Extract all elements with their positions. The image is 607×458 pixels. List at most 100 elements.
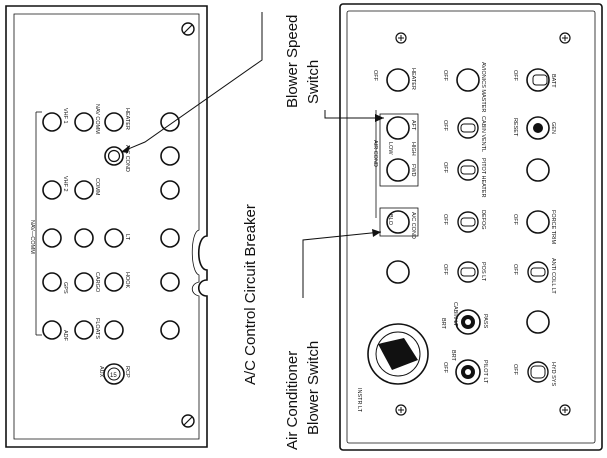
high-label: HIGH xyxy=(410,142,416,156)
adf-breaker[interactable] xyxy=(42,320,62,340)
lt-label: LT xyxy=(124,234,130,241)
breaker-c4-3[interactable] xyxy=(160,180,180,200)
breaker-r3c3[interactable] xyxy=(526,158,550,182)
gps-breaker[interactable] xyxy=(42,272,62,292)
breaker-c2-3[interactable] xyxy=(74,228,94,248)
instr-lt-label: INSTR LT xyxy=(356,388,362,413)
force-trim-label: FORCE TRIM xyxy=(550,210,556,245)
batt-label: BATT xyxy=(550,74,556,88)
brt-label-cabin: BRT xyxy=(440,318,446,330)
callout-blower-speed: Blower Speed Switch xyxy=(284,15,384,122)
nav-comm-breaker-3[interactable] xyxy=(42,228,62,248)
heater-label-r: HEATER xyxy=(410,68,416,90)
callout-ac-breaker: A/C Control Circuit Breaker xyxy=(120,12,263,385)
callout-ac-blower-text-2: Blower Switch xyxy=(305,341,322,435)
vhf2-breaker[interactable] xyxy=(42,180,62,200)
comm-label: COMM xyxy=(94,178,100,196)
avionics-master-label: AVIONICS MASTER xyxy=(480,62,486,112)
breaker-c4-5[interactable] xyxy=(160,272,180,292)
hyd-sys-label: HYD SYS xyxy=(550,362,556,386)
right-panel-outline xyxy=(339,3,603,451)
ac-blower-switch[interactable] xyxy=(386,210,410,234)
callout-ac-blower-text-1: Air Conditioner xyxy=(284,351,301,450)
blower-direction-switch[interactable] xyxy=(386,158,410,182)
left-switch-panel: NAV—COMM VHF 1 VHF 2 GPS ADF NAV COMM CO… xyxy=(5,5,208,448)
floats-breaker[interactable] xyxy=(74,320,94,340)
aft-label: AFT xyxy=(410,120,416,131)
instr-lt-rotary-knob[interactable] xyxy=(367,323,429,385)
left-panel-inner-outline xyxy=(13,13,200,440)
anti-coll-lt-label: ANTI COLL LT xyxy=(550,258,556,294)
blank-switch-r6c3[interactable] xyxy=(526,310,550,334)
breaker-c4-2[interactable] xyxy=(160,146,180,166)
hook-label: HOOK xyxy=(124,272,130,289)
batt-switch[interactable] xyxy=(526,68,550,92)
rcp-value: 15 xyxy=(110,373,117,379)
nav-comm-label: NAV COMM xyxy=(94,104,100,134)
fwd-label: FWD xyxy=(410,164,416,177)
off-label-r5c3: OFF xyxy=(512,264,518,276)
pass-label: PASS xyxy=(482,314,488,329)
cabin-lt-dimmer[interactable] xyxy=(455,309,481,335)
off-label-r4c2: OFF xyxy=(442,214,448,226)
off-label-r7c2: OFF xyxy=(442,362,448,374)
vhf1-label: VHF 1 xyxy=(62,108,68,124)
breaker-c4-1[interactable] xyxy=(160,112,180,132)
right-panel-screw-br xyxy=(559,404,571,416)
breaker-c3-5[interactable] xyxy=(104,320,124,340)
breaker-c4-6[interactable] xyxy=(160,320,180,340)
cargo-breaker[interactable] xyxy=(74,272,94,292)
hook-breaker[interactable] xyxy=(104,272,124,292)
blower-speed-switch[interactable] xyxy=(386,116,410,140)
hyd-sys-toggle[interactable] xyxy=(527,361,549,383)
off-label-r2c2: OFF xyxy=(442,120,448,132)
vhf2-label: VHF 2 xyxy=(62,176,68,192)
air-cond-label: AIR COND xyxy=(372,140,378,167)
ac-control-circuit-breaker[interactable] xyxy=(104,146,124,166)
defog-label: DEFOG xyxy=(480,210,486,230)
blank-switch-r5c1[interactable] xyxy=(386,260,410,284)
heater-switch[interactable] xyxy=(386,68,410,92)
gen-switch[interactable] xyxy=(526,116,550,140)
floats-label: FLOATS xyxy=(94,318,100,339)
off-label-r4c3: OFF xyxy=(512,214,518,226)
pitot-heater-toggle[interactable] xyxy=(457,159,479,181)
right-panel-inner-outline xyxy=(346,10,596,444)
cabin-ventilation-toggle[interactable] xyxy=(457,117,479,139)
right-panel-screw-tr xyxy=(559,32,571,44)
rcp-label: RCP xyxy=(124,366,130,378)
aux-label: AUX xyxy=(98,366,104,378)
callout-ac-blower: Air Conditioner Blower Switch xyxy=(284,229,382,450)
pilot-lt-dimmer[interactable] xyxy=(455,359,481,385)
gps-label: GPS xyxy=(62,282,68,294)
defog-toggle[interactable] xyxy=(457,211,479,233)
vhf1-breaker[interactable] xyxy=(42,112,62,132)
aux-receptacle[interactable] xyxy=(103,363,125,385)
left-panel-screw-top xyxy=(181,22,195,36)
nav-comm-breaker[interactable] xyxy=(74,112,94,132)
off-label-r5c2: OFF xyxy=(442,264,448,276)
reset-label: RESET xyxy=(512,118,518,137)
heater-label: HEATER xyxy=(124,108,130,130)
anti-coll-lt-toggle[interactable] xyxy=(527,261,549,283)
off-label-r7c3: OFF xyxy=(512,364,518,376)
right-switch-panel: OFF HEATER OFF AVIONICS MASTER OFF BATT … xyxy=(339,3,603,451)
pilot-lt-label: PILOT LT xyxy=(482,360,488,384)
left-panel-outline xyxy=(5,5,208,448)
nav-comm-label: NAV—COMM xyxy=(29,220,35,254)
breaker-c4-4[interactable] xyxy=(160,228,180,248)
pitot-heater-label: PITOT HEATER xyxy=(480,158,486,197)
callout-ac-breaker-text: A/C Control Circuit Breaker xyxy=(242,204,259,385)
low-label: LOW xyxy=(387,142,393,155)
force-trim-switch[interactable] xyxy=(526,210,550,234)
pos-lt-toggle[interactable] xyxy=(457,261,479,283)
lt-breaker[interactable] xyxy=(104,228,124,248)
adf-label: ADF xyxy=(62,330,68,342)
cabin-lt-label: CABIN LT xyxy=(452,302,458,327)
avionics-master-switch[interactable] xyxy=(456,68,480,92)
comm-breaker[interactable] xyxy=(74,180,94,200)
off-label-r1c2: OFF xyxy=(442,70,448,82)
heater-breaker[interactable] xyxy=(104,112,124,132)
